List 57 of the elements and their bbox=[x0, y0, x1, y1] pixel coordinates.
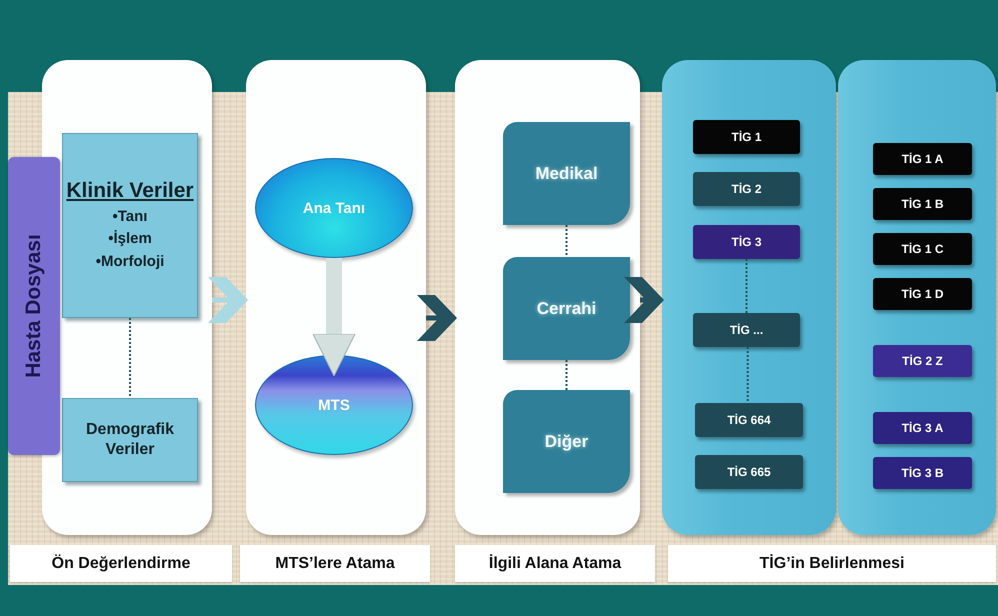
group-label: TİG 1 A bbox=[902, 152, 944, 166]
group-label: TİG 3 bbox=[731, 235, 762, 249]
group-tag bbox=[695, 455, 803, 489]
ellipse-label: Ana Tanı bbox=[302, 200, 366, 216]
group-label: TİG 1 bbox=[731, 130, 762, 144]
dotted-line bbox=[746, 259, 748, 313]
group-tag bbox=[693, 225, 800, 259]
group-tag bbox=[873, 412, 972, 444]
group-label: TİG 1 B bbox=[901, 197, 944, 211]
box-heading: Klinik Veriler bbox=[66, 178, 194, 204]
stage-card bbox=[455, 60, 640, 535]
group-label: TİG 1 D bbox=[901, 287, 944, 301]
group-tag bbox=[873, 457, 972, 489]
group-label: TİG 2 Z bbox=[902, 354, 943, 368]
bullet-item: •Morfoloji bbox=[96, 252, 164, 272]
dotted-line bbox=[746, 347, 749, 403]
field-label: Medikal bbox=[535, 164, 598, 184]
group-tag bbox=[873, 188, 972, 220]
box-heading: Demografik Veriler bbox=[84, 420, 176, 460]
field-box bbox=[503, 390, 630, 493]
field-label: Diğer bbox=[544, 432, 588, 452]
group-tag bbox=[693, 172, 800, 206]
bullet-item: •İşlem bbox=[108, 229, 152, 250]
stage-card bbox=[246, 60, 426, 535]
block-arrow bbox=[312, 258, 356, 376]
dotted-line bbox=[566, 225, 568, 257]
stage-panel bbox=[838, 60, 996, 535]
field-label: Cerrahi bbox=[536, 298, 596, 318]
stage-caption: TİG’in Belirlenmesi bbox=[760, 554, 904, 572]
stage-caption: MTS’lere Atama bbox=[275, 554, 395, 572]
file-title: Hasta Dosyası bbox=[22, 234, 46, 378]
stage-caption: Ön Değerlendirme bbox=[52, 554, 190, 572]
group-label: TİG ... bbox=[730, 323, 764, 337]
group-label: TİG 664 bbox=[727, 413, 771, 427]
group-tag bbox=[873, 233, 972, 265]
dotted-line bbox=[129, 318, 131, 398]
group-tag bbox=[693, 120, 800, 154]
group-label: TİG 2 bbox=[731, 182, 762, 196]
bullet-item: •Tanı bbox=[112, 206, 148, 227]
data-box bbox=[62, 398, 198, 482]
field-box bbox=[503, 257, 630, 360]
dotted-line bbox=[566, 360, 568, 390]
ellipse-label: MTS bbox=[318, 396, 350, 414]
group-label: TİG 665 bbox=[727, 465, 771, 479]
field-box bbox=[503, 122, 630, 225]
group-tag bbox=[873, 278, 972, 310]
file-bar bbox=[8, 157, 60, 455]
group-label: TİG 3 B bbox=[901, 466, 944, 480]
group-label: TİG 3 A bbox=[902, 421, 944, 435]
group-tag bbox=[693, 313, 800, 347]
data-box bbox=[62, 133, 198, 318]
group-label: TİG 1 C bbox=[901, 242, 944, 256]
group-tag bbox=[873, 345, 972, 377]
stage-panel bbox=[662, 60, 836, 535]
group-tag bbox=[873, 143, 972, 175]
stage-caption: İlgili Alana Atama bbox=[488, 554, 622, 572]
group-tag bbox=[695, 403, 803, 437]
